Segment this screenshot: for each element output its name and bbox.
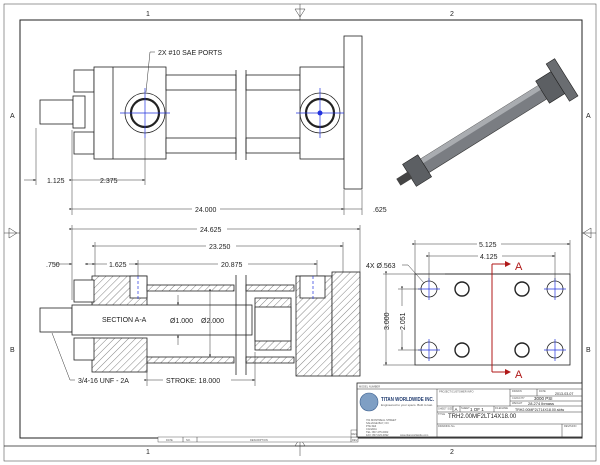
- address-line-3: P7E 6E3: [366, 424, 377, 428]
- address-line-2: SALVAGE BAY, ON: [366, 421, 389, 425]
- filename-label: FILENAME: [495, 406, 508, 410]
- dim-flange-thickness: .625: [373, 207, 387, 214]
- dim-plate-width: 5.125: [479, 242, 497, 249]
- rev-header: REV.: [352, 438, 358, 442]
- dim-plate-height: 3.000: [384, 312, 391, 330]
- dim-port-location: 2.375: [100, 178, 118, 185]
- sheet-value: 1 OF 1: [470, 407, 484, 412]
- date-label: DATE: [539, 389, 546, 393]
- dim-total-length: 24.625: [200, 227, 222, 234]
- revision-label: REVISION: [564, 424, 577, 428]
- address-fax: FAX: 807-623-0092: [366, 433, 389, 437]
- capacity-label: CAPACITY: [512, 396, 525, 400]
- address-line-4: CANADA: [366, 427, 377, 431]
- mounting-holes: [418, 278, 566, 361]
- stroke-length: STROKE: 18.000: [166, 378, 220, 385]
- sheet-size-label: SHEET SIZE: [438, 407, 453, 411]
- section-marker-top: A: [515, 261, 523, 273]
- date-value: 2013-03-07: [555, 392, 573, 396]
- filename-value: TRH2.00MF2LT14X18.00.sldw: [515, 408, 564, 412]
- zone-row-a: A: [10, 113, 15, 120]
- zone-col-1: 1: [146, 11, 150, 18]
- title-block: MODEL NUMBER TITAN WORLDWIDE INC. Engine…: [356, 382, 583, 438]
- rev-no-header: NO.: [186, 438, 191, 442]
- drawn-label: DRAWN: [512, 389, 522, 393]
- zone-row-a-right: A: [586, 113, 591, 120]
- end-view: A A 5.125 4.125 4X Ø.563 3.000 2.051: [366, 239, 571, 381]
- dim-rod-extension: 1.125: [47, 178, 65, 185]
- zone-col-2: 2: [450, 11, 454, 18]
- weight-value: 28.274 lbmass: [528, 401, 554, 406]
- company-tagline: Engineered to your specs. Built to last.: [381, 403, 433, 407]
- port-right: [296, 88, 344, 138]
- address-phone: TEL: 807-475-0002: [366, 430, 389, 434]
- centering-arrow-left-icon: [4, 227, 20, 239]
- address-line-1: 701 MONTREAL STREET: [366, 418, 397, 422]
- bore-diameter: Ø2.000: [201, 318, 224, 325]
- capacity-value: 3000 PSI: [534, 396, 553, 401]
- thread-callout: 3/4-16 UNF - 2A: [78, 378, 129, 385]
- dim-port-spacing: 20.875: [221, 262, 243, 269]
- rev-date-header: DATE: [166, 438, 173, 442]
- rod-diameter: Ø1.000: [170, 318, 193, 325]
- company-name: TITAN WORLDWIDE INC.: [381, 397, 434, 403]
- centering-arrow-right-icon: [582, 227, 596, 239]
- dim-overall-length: 24.000: [195, 207, 217, 214]
- title-label: TITLE: [438, 412, 445, 416]
- company-logo: TITAN WORLDWIDE INC. Engineered to your …: [359, 392, 434, 412]
- dim-hole-spacing: 2.051: [400, 312, 407, 330]
- port-left: [120, 88, 170, 138]
- zone-row-b-right: B: [586, 347, 591, 354]
- rev-description-header: DESCRIPTION: [250, 438, 268, 442]
- sheet-label: SHEET: [461, 406, 470, 410]
- address-web: www.titanworldwide.com: [400, 433, 428, 437]
- zone-col-2-bottom: 2: [450, 449, 454, 456]
- sheet-size-value: A: [455, 407, 458, 412]
- model-number-label: MODEL NUMBER: [359, 385, 380, 389]
- dim-body-length: 23.250: [209, 244, 231, 251]
- drawing-title: TRH2.00MF2LT14X18.00: [448, 414, 517, 420]
- isometric-view: [396, 58, 579, 187]
- centering-arrow-top-icon: [294, 4, 306, 20]
- rev-header-2: REV.: [352, 432, 358, 436]
- dim-left-offset: .750: [46, 262, 60, 269]
- hole-callout: 4X Ø.563: [366, 263, 396, 270]
- zone-row-b: B: [10, 347, 15, 354]
- ports-callout: 2X #10 SAE PORTS: [158, 50, 222, 57]
- weight-label: WEIGHT: [512, 401, 523, 405]
- section-view: SECTION A-A Ø1.000 Ø2.000 24.625 23.250 …: [39, 224, 361, 386]
- section-marker-bottom: A: [515, 369, 523, 381]
- revision-block: DATE NO. DESCRIPTION REV. REV.: [157, 429, 359, 443]
- section-label: SECTION A-A: [102, 317, 147, 324]
- dim-head-port: 1.625: [109, 262, 127, 269]
- dim-hole-width: 4.125: [480, 254, 498, 261]
- top-view: 2X #10 SAE PORTS 1.125 2.375 24.000 .625: [24, 35, 387, 215]
- drawing-no-label: DRAWING No.: [438, 424, 455, 428]
- project-info-label: PROJECT/CUSTOMER INFO: [439, 390, 474, 394]
- zone-col-1-bottom: 1: [146, 449, 150, 456]
